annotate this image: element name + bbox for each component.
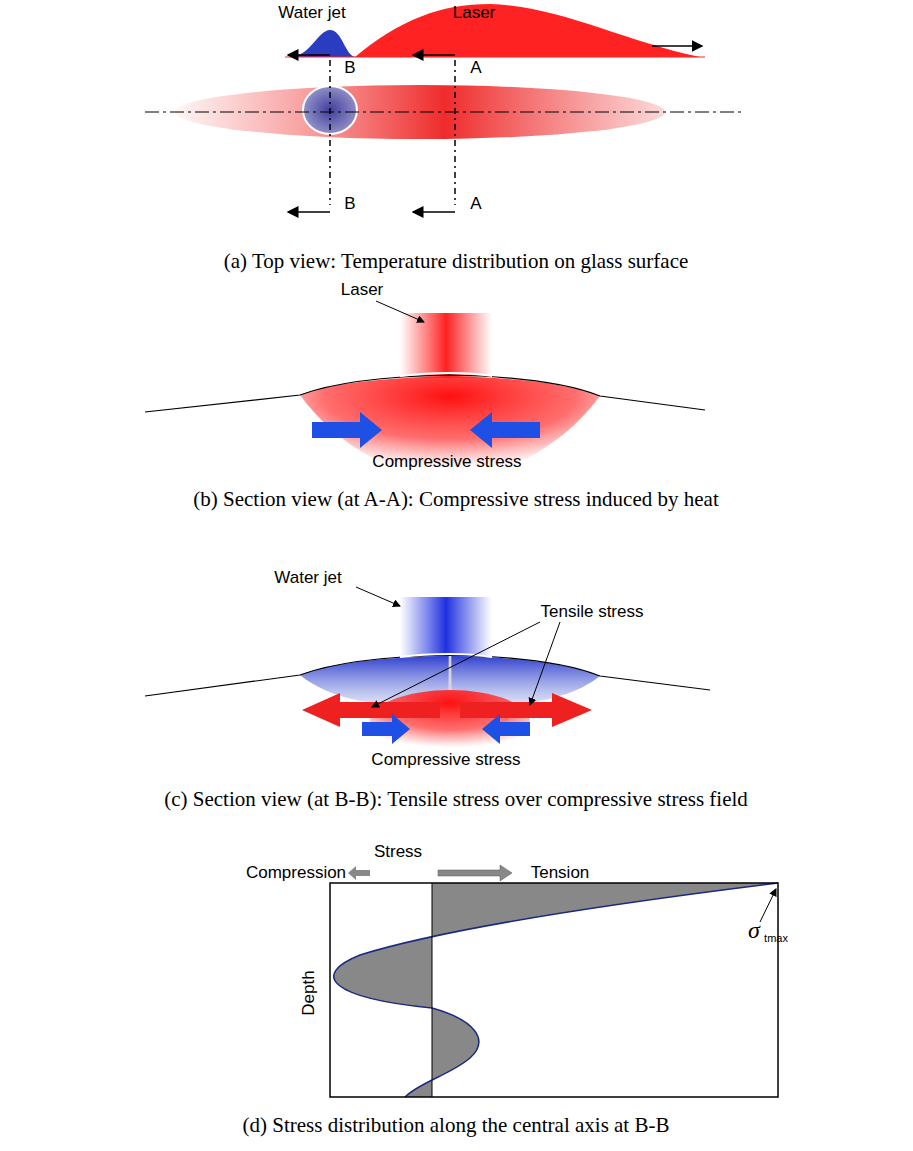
caption: (b) Section view (at A-A): Compressive s… <box>193 488 718 511</box>
axis-label: Stress <box>374 843 422 862</box>
part-label: Compressive stress <box>372 453 521 472</box>
symbol-label: σ <box>748 917 760 943</box>
caption: (c) Section view (at B-B): Tensile stres… <box>164 788 748 811</box>
part-label: Compressive stress <box>371 751 520 770</box>
section-letter: A <box>470 59 481 78</box>
part-label: Laser <box>453 4 496 23</box>
caption: (a) Top view: Temperature distribution o… <box>224 250 689 273</box>
section-letter: B <box>344 59 355 78</box>
section-letter: B <box>344 195 355 214</box>
symbol-subscript: tmax <box>764 932 788 944</box>
axis-label: Tension <box>531 864 590 883</box>
axis-label: Compression <box>246 864 346 883</box>
caption: (d) Stress distribution along the centra… <box>243 1114 670 1137</box>
part-label: Water jet <box>278 4 345 23</box>
axis-label: Depth <box>300 970 319 1015</box>
part-label: Tensile stress <box>541 603 644 622</box>
section-letter: A <box>470 195 481 214</box>
part-label: Water jet <box>274 569 341 588</box>
part-label: Laser <box>341 281 384 300</box>
